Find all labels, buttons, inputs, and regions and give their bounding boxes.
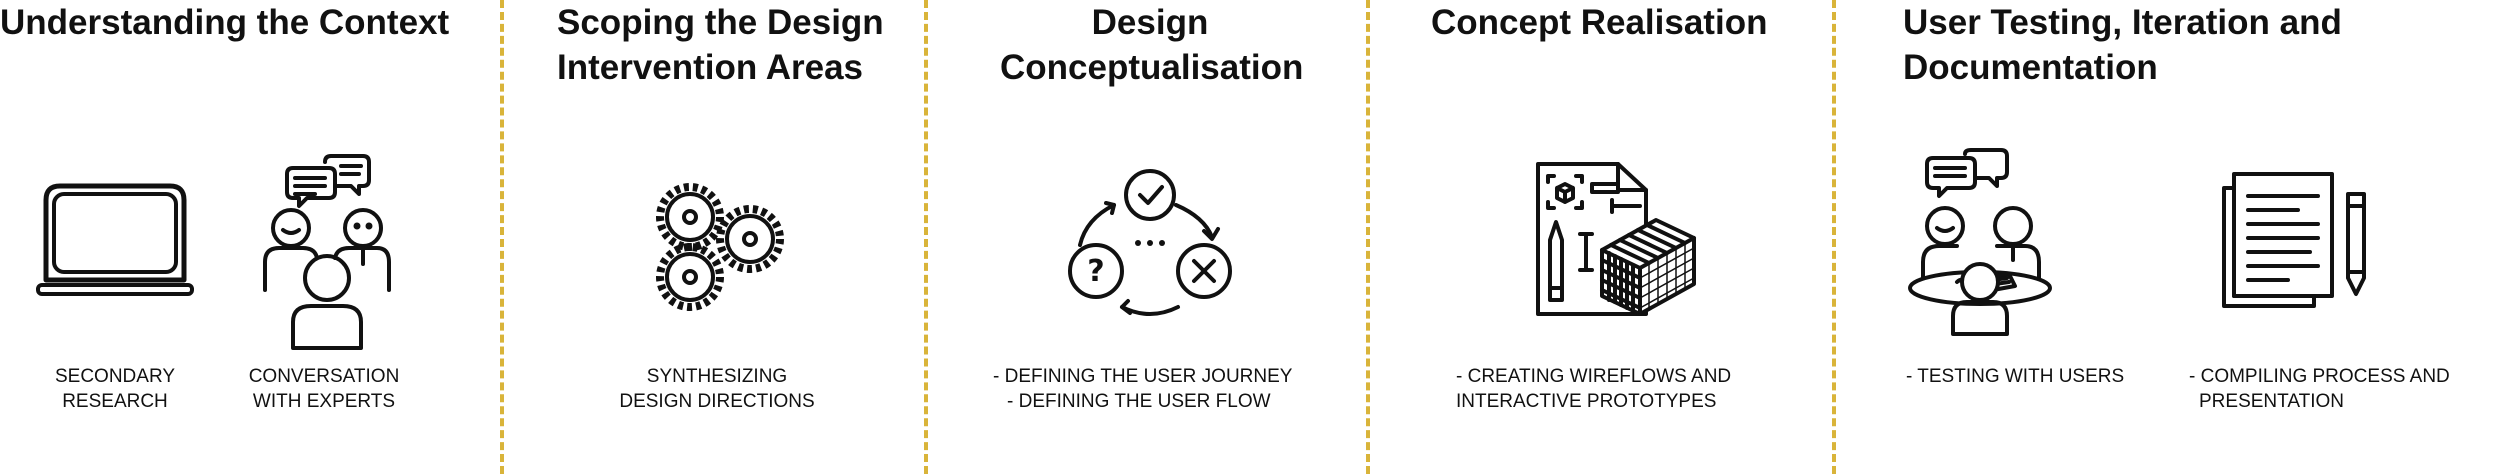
caption-conversation-with-experts: CONVERSATION WITH EXPERTS — [248, 366, 400, 412]
caption-synthesizing-design-directions: SYNTHESIZING DESIGN DIRECTIONS — [619, 366, 815, 412]
user-testing-icon — [1905, 148, 2055, 336]
stage-divider-4 — [1832, 0, 1836, 474]
caption-testing-with-users: - TESTING WITH USERS — [1906, 366, 2125, 387]
decision-cycle-icon: ? — [1066, 165, 1234, 327]
caption-creating-wireflows-prototypes: - CREATING WIREFLOWS AND INTERACTIVE PRO… — [1456, 366, 1732, 412]
caption-compiling-process-presentation: - COMPILING PROCESS AND PRESENTATION — [2189, 366, 2450, 412]
prototype-blueprint-icon — [1532, 160, 1700, 318]
stage-title-user-testing-documentation: User Testing, Iteration and Documentatio… — [1903, 3, 2342, 87]
gears-icon — [652, 175, 792, 315]
stage-divider-2 — [924, 0, 928, 474]
stage-title-understanding-context: Understanding the Context — [0, 3, 450, 42]
laptop-icon — [36, 180, 194, 304]
caption-secondary-research: SECONDARY RESEARCH — [54, 366, 175, 412]
caption-defining-user-journey-flow: - DEFINING THE USER JOURNEY - DEFINING T… — [993, 366, 1293, 412]
stage-title-design-conceptualisation: Design Conceptualisation — [1000, 3, 1304, 87]
svg-text:?: ? — [1087, 254, 1104, 289]
stage-title-scoping: Scoping the Design Intervention Areas — [557, 3, 884, 87]
documentation-icon — [2218, 170, 2378, 310]
stage-divider-3 — [1366, 0, 1370, 474]
stage-divider-1 — [500, 0, 504, 474]
expert-conversation-icon — [255, 140, 395, 350]
stage-title-concept-realisation: Concept Realisation — [1431, 3, 1768, 42]
